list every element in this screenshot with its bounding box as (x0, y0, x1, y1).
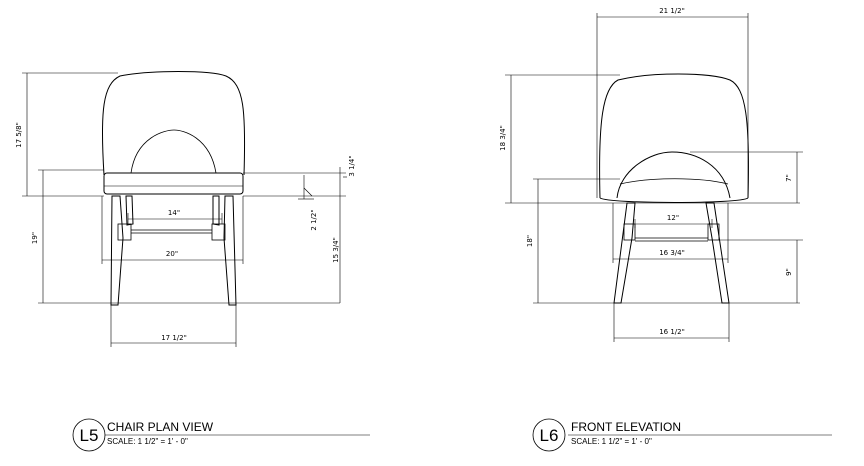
right-leg (223, 195, 237, 306)
left-leg-ferrule (117, 223, 132, 241)
dim-rail-height: 2 1/2" (310, 209, 318, 230)
backrest-outline-front (599, 73, 749, 199)
front-left-ferrule (623, 223, 636, 241)
front-left-leg (613, 202, 636, 304)
dim-leg-height: 15 3/4" (332, 237, 340, 263)
dim-base-width: 17 1/2" (161, 334, 187, 342)
view-tag-circle-l6 (532, 418, 566, 452)
backrest-cutout-arc (130, 129, 217, 174)
seat-front-edge (619, 178, 729, 185)
left-leg-inner (125, 195, 134, 226)
view-scale-l6: SCALE: 1 1/2" = 1' - 0" (571, 437, 652, 446)
front-right-leg (705, 202, 730, 304)
dim-back-height-front: 18 3/4" (499, 125, 507, 151)
dim-back-height: 17 5/8" (15, 122, 23, 148)
seat-front-curve (616, 151, 731, 199)
dim-back-cutout-height: 7" (785, 174, 793, 182)
view-tag-l5: L5 (80, 426, 99, 445)
dim-seat-width: 14" (168, 209, 180, 217)
seat-bottom (599, 197, 749, 203)
dim-rail-height-front: 9" (785, 268, 793, 276)
dim-base-width-front: 16 1/2" (659, 328, 685, 336)
dim-leg-span-front: 16 3/4" (659, 249, 685, 257)
right-leg-ferrule (211, 223, 226, 241)
dim-seat-height: 19" (31, 232, 39, 244)
view-scale-l5: SCALE: 1 1/2" = 1' - 0" (107, 437, 188, 446)
dim-cushion-thickness: 3 1/4" (348, 155, 356, 176)
dim-seat-height-front: 18" (526, 235, 534, 247)
left-leg (110, 195, 124, 306)
view-title-l6: FRONT ELEVATION (571, 420, 681, 434)
dim-seat-width-front: 12" (667, 214, 679, 222)
right-leg-inner (212, 195, 220, 226)
view-tag-l6: L6 (540, 426, 559, 445)
dim-overall-width: 21 1/2" (659, 7, 685, 15)
view-title-l5: CHAIR PLAN VIEW (107, 420, 214, 434)
backrest-outline (101, 71, 246, 176)
seat-cushion (103, 172, 244, 195)
front-right-ferrule (707, 223, 720, 241)
chair-front-elevation: 21 1/2" 18 3/4" 18" 12" 16 3/4" 16 1/2" … (499, 7, 832, 452)
dim-leg-span: 20" (166, 250, 178, 258)
chair-plan-view: 17 5/8" 19" 14" 20" 17 1/2" 3 1/4" 2 1/2… (15, 71, 370, 452)
